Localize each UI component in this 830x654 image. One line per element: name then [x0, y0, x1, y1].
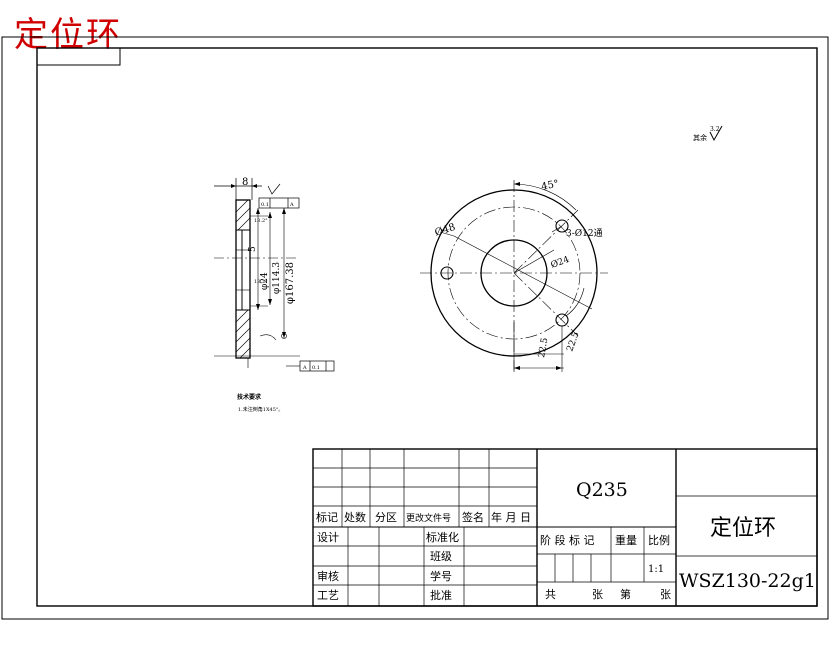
outer-border: [1, 36, 829, 620]
hdr-date: 年 月 日: [491, 510, 531, 524]
drawing-number: WSZ130-22g1: [679, 570, 816, 592]
hdr-change-doc: 更改文件号: [406, 512, 451, 524]
tol-bottom-datum: A: [302, 365, 307, 371]
scale-value: 1:1: [648, 564, 664, 575]
title-block: [312, 448, 818, 607]
hdr-count: 处数: [344, 511, 366, 524]
lbl-weight: 重量: [615, 533, 637, 547]
lbl-approve: 批准: [430, 588, 452, 602]
svg-text:其余: 其余: [693, 133, 707, 142]
dim-front-bottom-2: 22.5: [565, 331, 581, 354]
lbl-total: 共: [545, 588, 556, 601]
lbl-student-no: 学号: [430, 569, 452, 583]
lbl-class: 班级: [430, 550, 452, 563]
dim-side-top: 8: [242, 177, 248, 188]
label-small-top: 13.2°: [254, 218, 268, 224]
lbl-ratio: 比例: [648, 533, 670, 547]
lbl-process: 工艺: [317, 589, 339, 602]
dim-side-mid: φ114.3: [272, 262, 282, 294]
part-name: 定位环: [710, 516, 776, 541]
dim-side-outer: φ167.38: [285, 262, 296, 304]
lbl-stage-mark: 阶 段 标 记: [540, 533, 595, 547]
material-text: Q235: [576, 479, 628, 501]
tech-req-line: 1.未注倒角1X45°。: [238, 406, 283, 413]
dim-front-inner: Ø24: [549, 254, 571, 271]
side-section-view: [214, 178, 335, 372]
dim-front-angle: 45°: [540, 178, 560, 192]
lbl-sheets: 张: [592, 588, 603, 601]
dim-side-inner: φ24: [260, 272, 270, 290]
front-view: [420, 180, 608, 372]
lbl-review: 审核: [317, 569, 339, 583]
dim-side-d: 5: [248, 246, 258, 252]
dim-front-bottom-1: 22.5: [537, 337, 550, 359]
lbl-page: 第: [620, 587, 631, 601]
tech-req-title: 技术要求: [237, 393, 262, 401]
label-small-bottom: 13.2°: [254, 279, 268, 285]
lbl-design: 设计: [317, 531, 339, 544]
tol-top-datum: A: [289, 202, 294, 208]
lbl-sheet2: 张: [660, 588, 671, 601]
svg-text:3.2: 3.2: [710, 126, 720, 133]
hdr-signature: 签名: [462, 510, 484, 524]
dim-front-outer: Ø48: [434, 222, 457, 239]
roughness-symbol: 其余 3.2: [693, 125, 723, 142]
lbl-standardize: 标准化: [426, 530, 459, 544]
tol-bottom-value: 0.1: [312, 365, 320, 371]
hdr-zone: 分区: [375, 511, 397, 524]
drawing-title: 定位环: [14, 15, 122, 55]
hdr-mark: 标记: [316, 510, 338, 524]
corner-box: [36, 47, 121, 66]
dim-front-holes: 3-Ø12通: [566, 228, 603, 239]
tol-top-value: 0.1: [261, 202, 269, 208]
